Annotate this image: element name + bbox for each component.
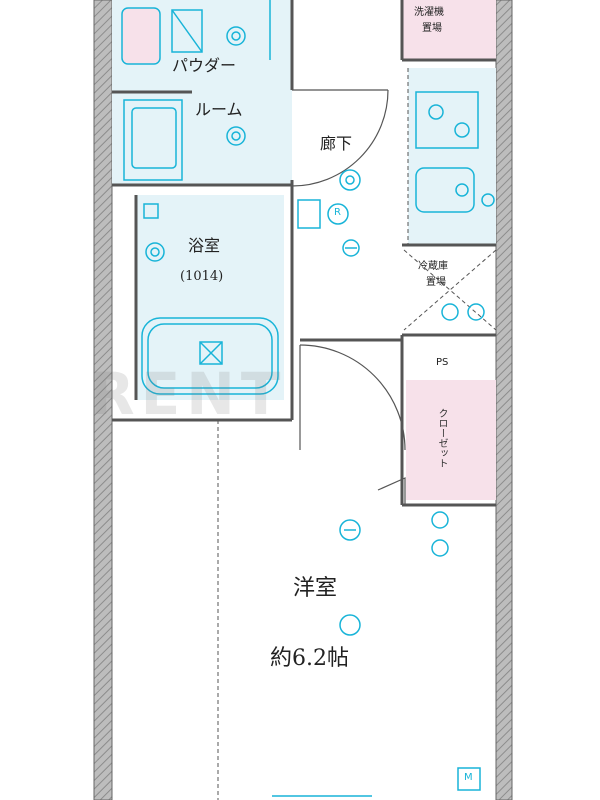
corridor-label: 廊下 [320, 134, 353, 153]
outlet-r-label: R [334, 207, 341, 218]
western-room-area-label: 約6.2帖 [270, 646, 349, 671]
washer-area [402, 0, 496, 60]
washer-label-line1: 洗濯機 [414, 7, 444, 18]
bathroom-size-label: (1014) [180, 269, 224, 284]
bathroom-area [136, 195, 284, 400]
closet-area [406, 380, 496, 500]
western-room-label: 洋室 [293, 576, 338, 601]
kitchen-area [408, 68, 496, 246]
powder-room-label-line1: パウダー [172, 56, 237, 75]
ps-label: PS [436, 357, 449, 368]
bathroom-label: 浴室 [188, 236, 221, 255]
washer-label-line2: 置場 [422, 23, 442, 34]
outer-wall-right [495, 0, 513, 800]
meter-m-label: M [464, 772, 473, 783]
watermark: RENT [90, 360, 287, 428]
powder-room-label-line2: ルーム [195, 100, 243, 119]
closet-label: クローゼット [436, 408, 447, 468]
fridge-label-line1: 冷蔵庫 [418, 261, 448, 272]
outer-wall-left [93, 0, 113, 800]
fridge-label-line2: 置場 [426, 277, 446, 288]
